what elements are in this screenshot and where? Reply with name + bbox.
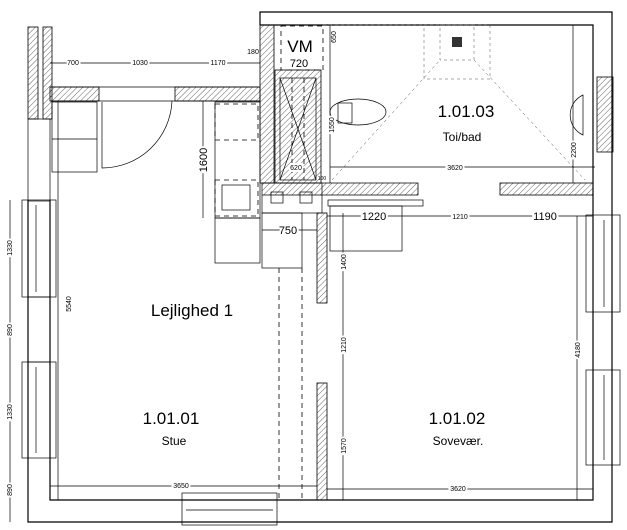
room-name-stue: Stue (162, 434, 187, 448)
dim-1210-h: 1210 (452, 214, 468, 221)
room-name-sovevaer: Sovevær. (433, 434, 484, 448)
dim-1190: 1190 (533, 211, 557, 223)
dim-100: 100 (318, 176, 327, 182)
exterior-walls (27, 11, 614, 523)
dim-1330-b: 1330 (7, 404, 14, 420)
dim-3650: 3650 (173, 483, 189, 490)
dim-1600: 1600 (198, 148, 210, 172)
dim-620: 620 (290, 165, 302, 172)
dim-1550: 1550 (329, 117, 336, 133)
apartment-title: Lejlighed 1 (151, 301, 233, 320)
room-number-stue: 1.01.01 (143, 409, 200, 428)
sink-icon (569, 94, 584, 136)
dim-180: 180 (247, 49, 259, 56)
dim-1330-a: 1330 (7, 240, 14, 256)
dim-1170: 1170 (210, 60, 225, 67)
dim-720: 720 (290, 58, 308, 70)
dim-890-a: 890 (7, 324, 14, 336)
dim-4180: 4180 (575, 342, 582, 358)
dim-5540: 5540 (66, 296, 73, 312)
room-name-toi-bad: Toi/bad (443, 130, 482, 144)
dim-2200: 2200 (571, 142, 578, 158)
dim-3620-bath: 3620 (447, 165, 463, 172)
dim-1570: 1570 (341, 438, 348, 454)
dim-750: 750 (279, 225, 297, 237)
dim-700: 700 (67, 60, 79, 67)
kitchen (51, 100, 424, 501)
dim-1210-v: 1210 (341, 337, 348, 353)
bathroom (262, 24, 594, 196)
windows (21, 199, 621, 526)
dimension-labels: 700 1030 1170 180 VM 720 650 1550 620 10… (5, 31, 584, 498)
vm-label: VM (287, 37, 313, 56)
dim-890-b: 890 (7, 484, 14, 496)
shower-head-icon (452, 37, 462, 47)
dim-3620-bottom: 3620 (450, 486, 466, 493)
dim-1030: 1030 (132, 60, 148, 67)
dim-1400: 1400 (341, 254, 348, 270)
dimension-lines (9, 25, 595, 522)
room-number-sovevaer: 1.01.02 (429, 409, 486, 428)
dim-650: 650 (331, 31, 338, 43)
room-number-toi-bad: 1.01.03 (438, 102, 495, 121)
dim-1220: 1220 (362, 211, 386, 223)
room-labels: Lejlighed 1 1.01.01 Stue 1.01.02 Sovevær… (143, 102, 495, 448)
